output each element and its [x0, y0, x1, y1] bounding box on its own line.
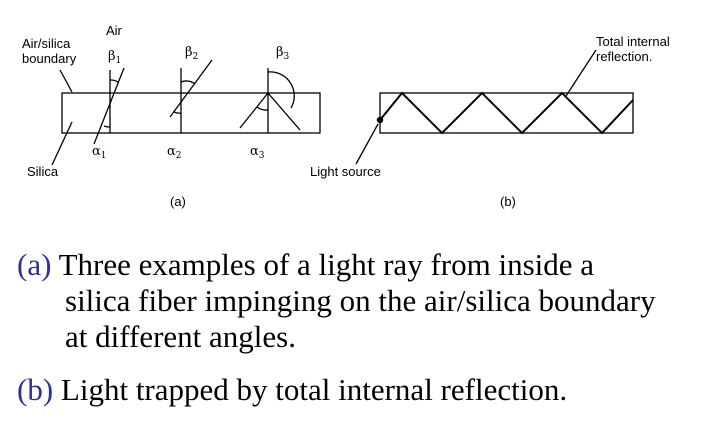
- beta-2: β2: [185, 45, 198, 62]
- fiber-optics-diagram: Air/silica boundary Air β1 α1 β2 α2: [22, 23, 670, 209]
- caption-a-line3: at different angles.: [65, 319, 296, 354]
- alpha-2: α2: [167, 144, 182, 161]
- silica-label: Silica: [27, 164, 59, 179]
- panel-b-label: (b): [500, 194, 516, 209]
- light-source-pointer: [355, 123, 379, 165]
- air-silica-label-line1: Air/silica: [22, 36, 71, 51]
- panel-a-label: (a): [170, 194, 186, 209]
- alpha-3: α3: [250, 144, 265, 161]
- silica-pointer: [51, 121, 73, 166]
- panel-a: Air/silica boundary Air β1 α1 β2 α2: [22, 23, 321, 209]
- air-label: Air: [106, 23, 123, 38]
- silica-fiber-a: [61, 92, 321, 134]
- panel-b: Total internal reflection. Light source …: [310, 34, 670, 209]
- caption-a-tag: (a): [17, 247, 52, 282]
- caption-b-tag: (b): [17, 372, 54, 407]
- tir-pointer: [565, 49, 597, 97]
- light-source-label: Light source: [310, 164, 381, 179]
- beta-3: β3: [276, 45, 290, 62]
- caption-a-line1: Three examples of a light ray from insid…: [51, 247, 595, 282]
- tir-label-line1: Total internal: [596, 34, 670, 49]
- silica-fiber-b: [379, 92, 634, 134]
- ray-2: β2 α2: [167, 45, 213, 161]
- air-silica-pointer: [59, 69, 73, 93]
- alpha-1: α1: [92, 144, 107, 161]
- light-source-dot: [376, 116, 384, 124]
- tir-label-line2: reflection.: [596, 49, 652, 64]
- caption-a-line2: silica fiber impinging on the air/silica…: [65, 283, 656, 318]
- ray-3: β3 α3: [239, 45, 301, 161]
- caption-b-text: Light trapped by total internal reflecti…: [53, 372, 568, 407]
- caption-b: (b) Light trapped by total internal refl…: [17, 372, 567, 408]
- tir-zigzag-ray: [379, 91, 634, 135]
- ray-1: β1 α1: [92, 49, 125, 161]
- air-silica-label-line2: boundary: [22, 51, 77, 66]
- caption-a: (a) Three examples of a light ray from i…: [17, 247, 656, 355]
- beta-1: β1: [108, 49, 121, 66]
